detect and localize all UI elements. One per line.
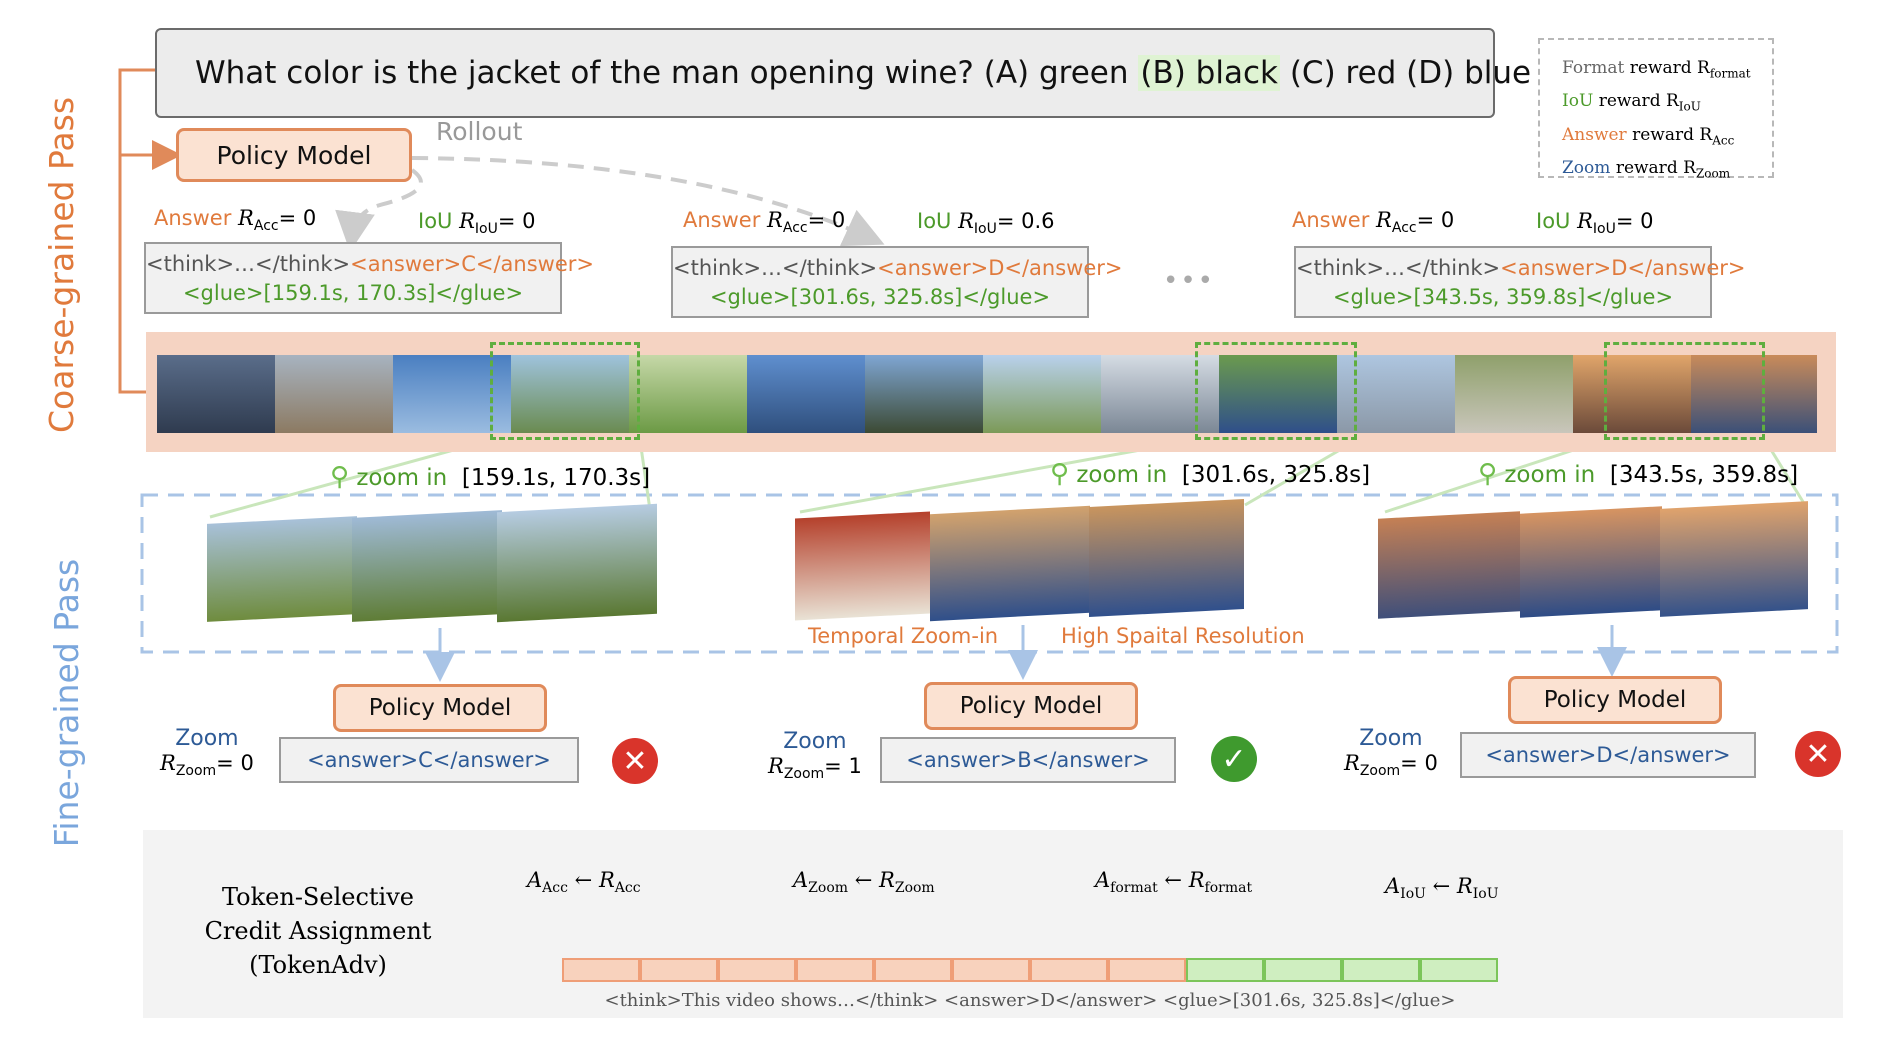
policy-model-fine-2: Policy Model [924,682,1138,730]
magnifier-icon: ⚲ [330,462,350,492]
token-cell [1108,958,1186,982]
policy-model-fine-1: Policy Model [333,684,547,732]
zoom-window-2 [1195,342,1357,440]
rollout-2-acc-reward: Answer RAcc= 0 [683,208,846,237]
video-frame [1573,355,1691,433]
acc-advantage: AAcc ← RAcc [527,868,641,897]
token-cell [1420,958,1498,982]
temporal-zoom-note: Temporal Zoom-in [808,624,999,648]
zoomed-frame [1378,511,1520,619]
reward-legend: Format reward Rformat IoU reward RIoU An… [1538,38,1774,181]
credit-title: Token-Selective Credit Assignment (Token… [204,883,432,979]
token-cell [640,958,718,982]
wrong-mark-icon: ✕ [1795,731,1841,777]
rollout-label: Rollout [436,117,523,146]
zoom-label-3: ⚲ zoom in [343.5s, 359.8s] [1478,459,1799,489]
rollout-1-acc-reward: Answer RAcc= 0 [154,206,317,235]
rollout-3-acc-reward: Answer RAcc= 0 [1292,208,1455,237]
video-frame [511,355,629,433]
video-frame [629,355,747,433]
video-frame [865,355,983,433]
fine-answer-2: <answer>B</answer> [880,737,1176,783]
rollout-3-iou-reward: IoU RIoU= 0 [1536,209,1654,238]
spatial-resolution-note: High Spaital Resolution [1061,624,1305,648]
iou-advantage: AIoU ← RIoU [1385,874,1499,903]
question-box: What color is the jacket of the man open… [155,28,1531,118]
zoom-label-2: ⚲ zoom in [301.6s, 325.8s] [1050,459,1371,489]
zoom-window-3 [1604,342,1765,440]
zoomed-frame [1520,506,1662,618]
video-frame [1691,355,1817,433]
zoomed-frame [1089,498,1244,618]
zoomed-frame [497,503,657,623]
video-frame [747,355,865,433]
legend-zoom: Zoom reward RZoom [1562,158,1731,181]
token-cell [796,958,874,982]
video-frame [275,355,393,433]
token-cell [1186,958,1264,982]
magnifier-icon: ⚲ [1050,459,1070,489]
ellipsis: ••• [1163,266,1216,296]
magnifier-icon: ⚲ [1478,459,1498,489]
zoom-reward-3: Zoom RZoom= 0 [1344,726,1438,780]
zoom-label-1: ⚲ zoom in [159.1s, 170.3s] [330,462,651,492]
zoom-advantage: AZoom ← RZoom [793,868,935,897]
zoomed-frame [1660,501,1808,617]
token-cell [562,958,640,982]
video-frame [1219,355,1337,433]
zoomed-frame [795,511,930,621]
zoom-reward-1: Zoom RZoom= 0 [160,726,254,780]
policy-model-coarse: Policy Model [176,128,412,182]
legend-format: Format reward Rformat [1562,58,1751,81]
token-cell [1342,958,1420,982]
credit-assignment-panel [143,830,1843,1018]
token-cell [1264,958,1342,982]
legend-iou: IoU reward RIoU [1562,91,1701,114]
rollout-2-output: <think>…</think><answer>D</answer><glue>… [671,246,1122,318]
rollout-2-iou-reward: IoU RIoU= 0.6 [917,209,1055,238]
video-frame [1455,355,1573,433]
rollout-1-output: <think>…</think><answer>C</answer><glue>… [144,242,594,314]
zoomed-frame [930,505,1090,622]
correct-mark-icon: ✓ [1211,736,1257,782]
rollout-1-iou-reward: IoU RIoU= 0 [418,209,536,238]
format-advantage: Aformat ← Rformat [1095,868,1253,897]
token-cell [874,958,952,982]
zoomed-frame [207,516,357,622]
token-cell [952,958,1030,982]
token-cell [1030,958,1108,982]
zoomed-frame [352,510,502,622]
video-frame [1101,355,1219,433]
question-suffix: (C) red (D) blue [1279,55,1532,91]
zoom-window-1 [490,342,640,440]
token-cell [718,958,796,982]
policy-model-fine-3: Policy Model [1508,676,1722,724]
legend-answer: Answer reward RAcc [1562,124,1735,148]
token-caption: <think>This video shows…</think> <answer… [604,990,1456,1011]
fine-answer-1: <answer>C</answer> [279,737,579,783]
video-frame [983,355,1101,433]
fine-answer-3: <answer>D</answer> [1460,732,1756,778]
question-prefix: What color is the jacket of the man open… [195,55,1139,91]
rollout-3-output: <think>…</think><answer>D</answer><glue>… [1294,246,1745,318]
question-highlighted-option: (B) black [1138,55,1280,91]
video-frame [157,355,275,433]
wrong-mark-icon: ✕ [612,738,658,784]
zoom-reward-2: Zoom RZoom= 1 [768,729,862,783]
